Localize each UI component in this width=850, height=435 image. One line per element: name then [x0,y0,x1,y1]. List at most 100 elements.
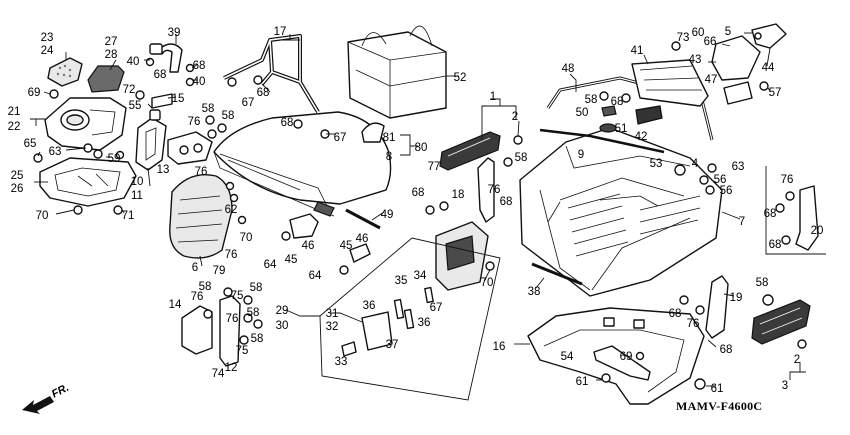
callout-c1: 1 [490,91,496,103]
tray-25-26 [39,157,137,207]
callout-c79: 79 [213,265,226,277]
callout-c29: 29 [276,305,289,317]
callout-c68d: 68 [281,117,294,129]
fasteners-53-56 [674,163,717,195]
bracket-20 [765,166,826,255]
callout-c67c: 67 [430,302,443,314]
callout-c56b: 56 [720,185,733,197]
callout-c68f: 68 [412,187,425,199]
callout-c61b: 61 [711,383,724,395]
callout-c33: 33 [335,356,348,368]
taillight-1 [439,131,501,171]
callout-c34: 34 [414,270,427,282]
callout-c13: 13 [157,164,170,176]
callout-c70a: 70 [36,210,49,222]
rail-17 [223,34,330,139]
callout-c68h: 68 [764,208,777,220]
callout-c27: 27 [105,36,118,48]
bracket-41 [631,59,709,107]
callout-c36a: 36 [363,300,376,312]
callout-c37: 37 [386,339,399,351]
callout-c68e: 68 [500,196,513,208]
callout-c38: 38 [528,286,541,298]
callout-c70b: 70 [240,232,253,244]
callout-c71: 71 [122,210,135,222]
callout-c68c: 68 [257,87,270,99]
diagram-code: MAMV-F4600C [676,399,762,413]
direction-label: FR. [50,382,71,401]
callout-c2a: 2 [512,111,518,123]
callout-c26: 26 [11,183,24,195]
callout-c69: 69 [28,87,41,99]
callout-c68j: 68 [669,308,682,320]
callout-c81: 81 [383,132,396,144]
callout-c64a: 64 [264,259,277,271]
callout-c58h: 58 [585,94,598,106]
callout-c60: 60 [692,27,705,39]
callout-c45a: 45 [285,254,298,266]
callout-c76g: 76 [781,174,794,186]
callout-c46a: 46 [302,240,315,252]
callout-c39: 39 [168,27,181,39]
callout-c55: 55 [129,100,142,112]
callout-c59: 59 [108,153,121,165]
gasket-9 [539,128,665,154]
callout-c62: 62 [225,204,238,216]
callout-c67b: 67 [334,132,347,144]
callout-c36b: 36 [418,317,431,329]
callout-c77: 77 [428,161,441,173]
callout-c58e: 58 [247,307,260,319]
hinge-39 [145,43,195,87]
callout-c2b: 2 [794,354,800,366]
box-29-outline [319,237,501,401]
callout-c58i: 58 [756,277,769,289]
callout-c58b: 58 [222,110,235,122]
callout-c64b: 64 [309,270,322,282]
callout-c49: 49 [381,209,394,221]
callout-c17: 17 [274,26,287,38]
callout-c67a: 67 [242,97,255,109]
callout-c44: 44 [762,62,775,74]
small-parts-15-55-72 [115,90,227,160]
callout-c54: 54 [561,351,574,363]
leader-lines [30,32,806,387]
callout-c68a: 68 [193,60,206,72]
callout-c15: 15 [172,93,185,105]
callout-c76a: 76 [188,116,201,128]
hinge-14 [181,287,263,367]
pocket-29-30 [435,221,489,291]
callout-c3: 3 [782,380,788,392]
callout-c43: 43 [689,54,702,66]
callout-c47: 47 [705,74,718,86]
callout-c66: 66 [704,36,717,48]
callout-c69b: 69 [620,351,633,363]
callout-c48: 48 [562,63,575,75]
callout-c11: 11 [131,190,143,202]
callout-c24: 24 [41,45,54,57]
callout-c76h: 76 [687,318,700,330]
callout-c40b: 40 [193,76,206,88]
callout-c68i: 68 [769,239,782,251]
backrest-6 [169,174,233,259]
callout-c80: 80 [415,142,428,154]
rod-38 [531,262,583,286]
callout-c76b: 76 [195,166,208,178]
callout-c30: 30 [276,320,289,332]
callout-c21: 21 [8,106,21,118]
callout-c57: 57 [769,87,782,99]
callout-c76c: 76 [225,249,238,261]
callout-c76d: 76 [191,291,204,303]
callout-c14: 14 [169,299,182,311]
inner-lid-21-22 [44,97,127,151]
latch-13 [167,131,213,165]
screws-mid [225,181,247,225]
callout-c76f: 76 [488,184,501,196]
small-right-50-51-58 [599,91,631,133]
pad-31-32 [341,286,434,357]
bracket-19 [679,275,729,339]
callout-c58f: 58 [251,333,264,345]
trunk-lid-8 [213,111,392,217]
callout-c31: 31 [326,308,339,320]
front-direction-arrow-icon [22,396,54,414]
